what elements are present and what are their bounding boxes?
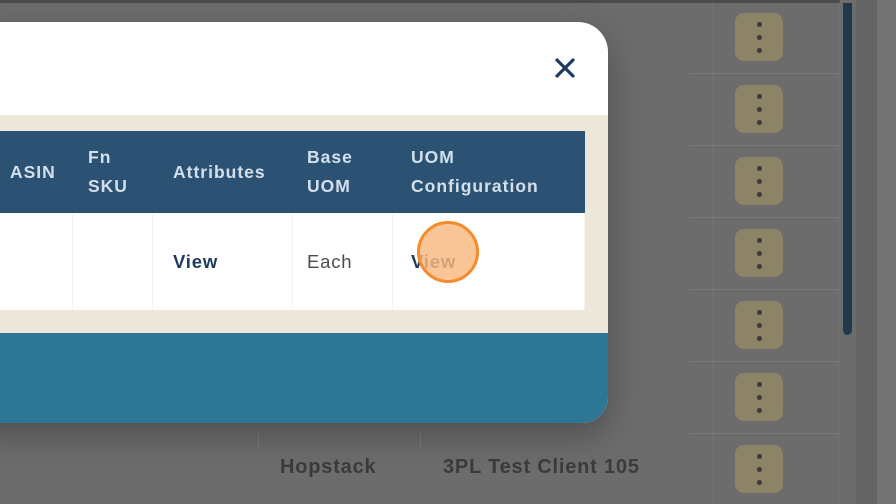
column-divider-tick	[420, 433, 421, 447]
cell-fn-sku	[73, 213, 153, 310]
background-row-client: 3PL Test Client 105	[443, 456, 640, 478]
modal-footer-band	[0, 333, 608, 423]
row-divider	[690, 289, 838, 290]
close-icon	[553, 56, 577, 80]
kebab-menu-button[interactable]	[735, 373, 783, 421]
kebab-menu-button[interactable]	[735, 229, 783, 277]
header-cell-base-uom: Base UOM	[307, 147, 353, 196]
header-cell-attributes: Attributes	[173, 161, 266, 182]
row-divider	[690, 433, 838, 434]
row-divider	[690, 217, 838, 218]
table-panel: ASIN Fn SKU Attributes Base UOM UOM Conf…	[0, 115, 608, 333]
uom-configuration-view-link[interactable]: View	[411, 250, 457, 272]
kebab-menu-button[interactable]	[735, 445, 783, 493]
row-divider	[690, 73, 838, 74]
base-uom-value: Each	[307, 250, 353, 272]
column-divider	[838, 0, 839, 504]
kebab-menu-button[interactable]	[735, 157, 783, 205]
product-detail-table: ASIN Fn SKU Attributes Base UOM UOM Conf…	[0, 131, 585, 310]
row-divider	[690, 361, 838, 362]
attributes-view-link[interactable]: View	[173, 250, 219, 272]
cell-base-uom: Each	[293, 213, 393, 310]
table-header-row: ASIN Fn SKU Attributes Base UOM UOM Conf…	[0, 131, 585, 213]
scrollbar-track	[856, 0, 877, 504]
cell-attributes: View	[153, 213, 293, 310]
header-cell-asin: ASIN	[10, 161, 56, 182]
header-cell-fn-sku: Fn SKU	[88, 147, 128, 196]
column-divider	[713, 0, 714, 504]
modal-dialog: ASIN Fn SKU Attributes Base UOM UOM Conf…	[0, 22, 608, 423]
kebab-menu-button[interactable]	[735, 85, 783, 133]
header-cell-uom-configuration: UOM Configuration	[411, 147, 539, 196]
page-top-edge	[0, 0, 840, 3]
close-button[interactable]	[547, 50, 583, 86]
kebab-menu-button[interactable]	[735, 13, 783, 61]
row-divider	[690, 145, 838, 146]
scrollbar-thumb[interactable]	[843, 3, 852, 335]
page-right-margin	[877, 0, 896, 504]
kebab-menu-button[interactable]	[735, 301, 783, 349]
cell-asin	[0, 213, 73, 310]
cell-uom-configuration: View	[393, 213, 585, 310]
table-data-row: View Each View	[0, 213, 585, 310]
background-row-brand: Hopstack	[280, 456, 377, 478]
column-divider-tick	[258, 433, 259, 447]
